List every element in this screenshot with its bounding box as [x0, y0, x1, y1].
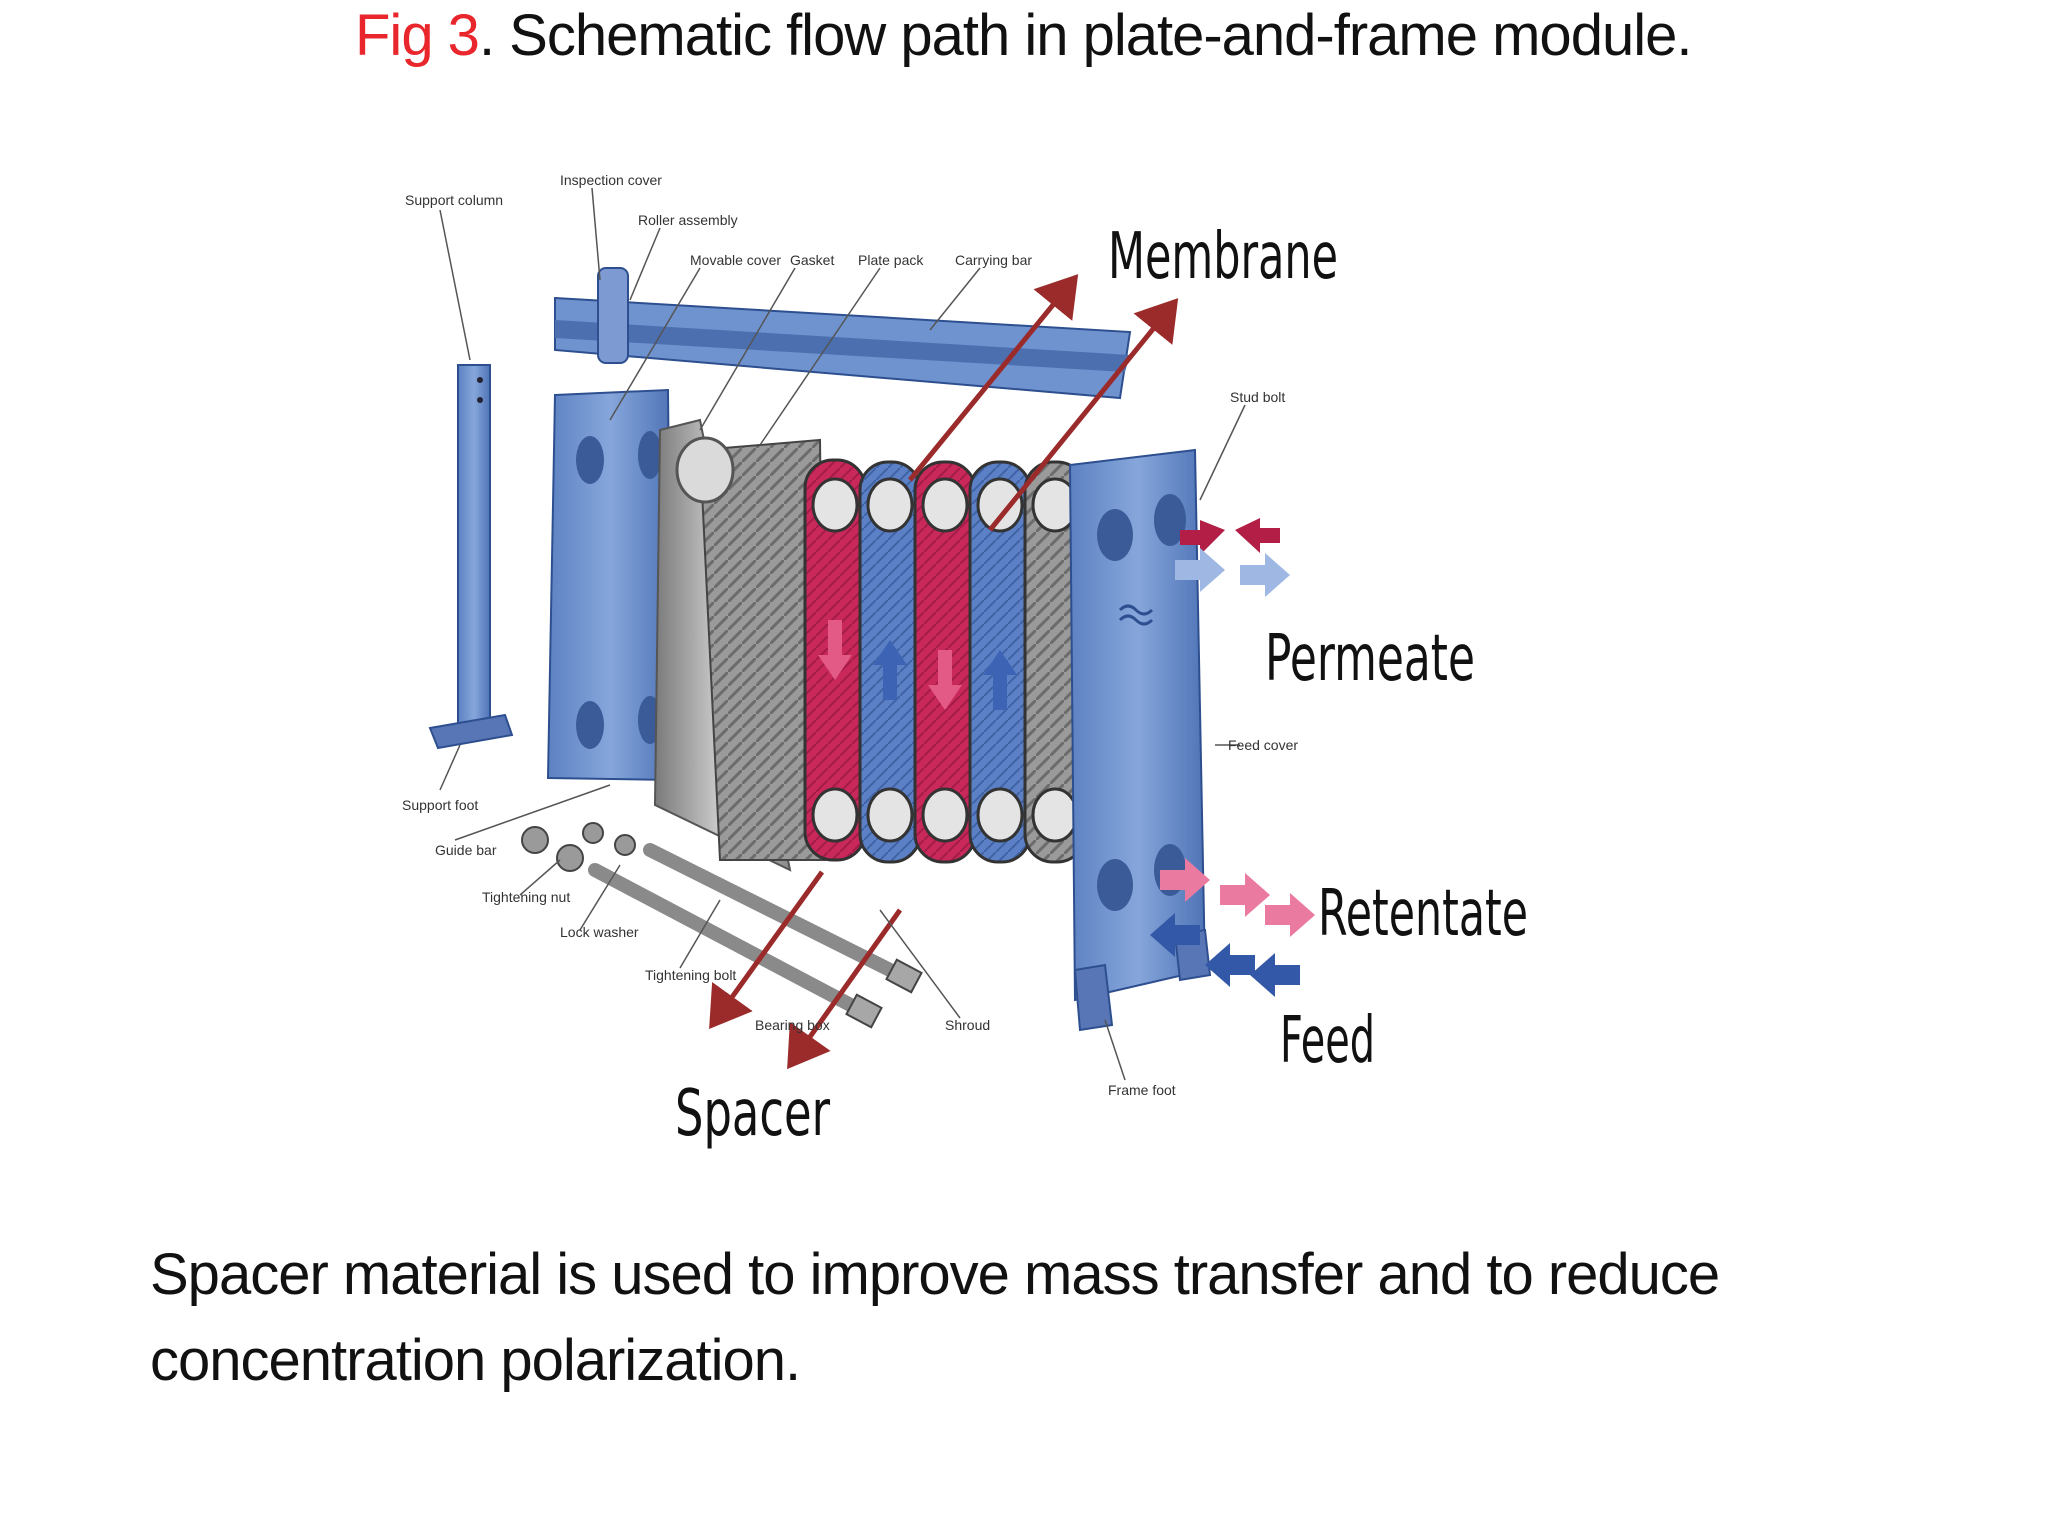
label-stud-bolt: Stud bolt: [1230, 389, 1285, 405]
label-gasket: Gasket: [790, 252, 834, 268]
label-plate-pack: Plate pack: [858, 252, 924, 268]
membrane-plates: [803, 458, 1087, 864]
leader-lines: [439, 187, 1246, 1081]
feed-arrow-blue: [1250, 953, 1300, 997]
plate-flow-down-arrow: [928, 650, 962, 710]
support-column: [428, 364, 514, 750]
label-support-column: Support column: [405, 192, 503, 208]
feed-arrow-blue: [1150, 913, 1200, 957]
retentate-arrow-pink: [1220, 873, 1270, 917]
label-spacer: Spacer: [675, 1077, 830, 1151]
figure-title: Fig 3. Schematic flow path in plate-and-…: [355, 2, 1693, 69]
membrane-arrow-2: [988, 298, 1179, 532]
permeate-arrow-light: [1175, 548, 1225, 592]
label-shroud: Shroud: [945, 1017, 990, 1033]
label-tightening-nut: Tightening nut: [482, 889, 570, 905]
plate-flow-up-arrow: [983, 650, 1017, 710]
label-movable-cover: Movable cover: [690, 252, 781, 268]
plate-flow-down-arrow: [818, 620, 852, 680]
retentate-arrow-pink: [1160, 858, 1210, 902]
tightening-bolts: [521, 822, 923, 1029]
permeate-arrow-light: [1240, 553, 1290, 597]
part-labels: Support column Inspection cover Roller a…: [402, 172, 1298, 1098]
label-feed: Feed: [1280, 1004, 1375, 1078]
label-tightening-bolt: Tightening bolt: [645, 967, 736, 983]
label-permeate: Permeate: [1265, 622, 1475, 696]
label-inspection-cover: Inspection cover: [560, 172, 662, 188]
feed-cover: [1068, 448, 1212, 1032]
callout-labels: Membrane Permeate Retentate Feed Spacer: [675, 220, 1528, 1151]
permeate-arrow-dark: [1235, 518, 1280, 553]
membrane-arrow-1: [908, 274, 1079, 482]
feed-arrow-blue: [1205, 943, 1255, 987]
body-text: Spacer material is used to improve mass …: [150, 1242, 1720, 1393]
permeate-arrow-dark: [1180, 520, 1225, 555]
movable-cover: [546, 388, 674, 782]
spacer-arrow-2: [787, 908, 903, 1070]
label-carrying-bar: Carrying bar: [955, 252, 1032, 268]
figure-number: Fig 3: [355, 3, 480, 68]
port-arrows: [1150, 518, 1315, 997]
label-guide-bar: Guide bar: [435, 842, 497, 858]
label-retentate: Retentate: [1318, 877, 1528, 951]
carrying-bar: [554, 267, 1132, 400]
label-lock-washer: Lock washer: [560, 924, 639, 940]
label-arrows: [709, 274, 1179, 1070]
label-feed-cover: Feed cover: [1228, 737, 1298, 753]
retentate-arrow-pink: [1265, 893, 1315, 937]
label-roller-assembly: Roller assembly: [638, 212, 738, 228]
label-membrane: Membrane: [1108, 220, 1338, 294]
figure-caption: . Schematic flow path in plate-and-frame…: [478, 3, 1693, 68]
plate-pack: [675, 436, 827, 861]
plate-flow-up-arrow: [873, 640, 907, 700]
label-bearing-box: Bearing box: [755, 1017, 830, 1033]
spacer-arrow-1: [709, 870, 825, 1030]
label-frame-foot: Frame foot: [1108, 1082, 1176, 1098]
label-support-foot: Support foot: [402, 797, 478, 813]
